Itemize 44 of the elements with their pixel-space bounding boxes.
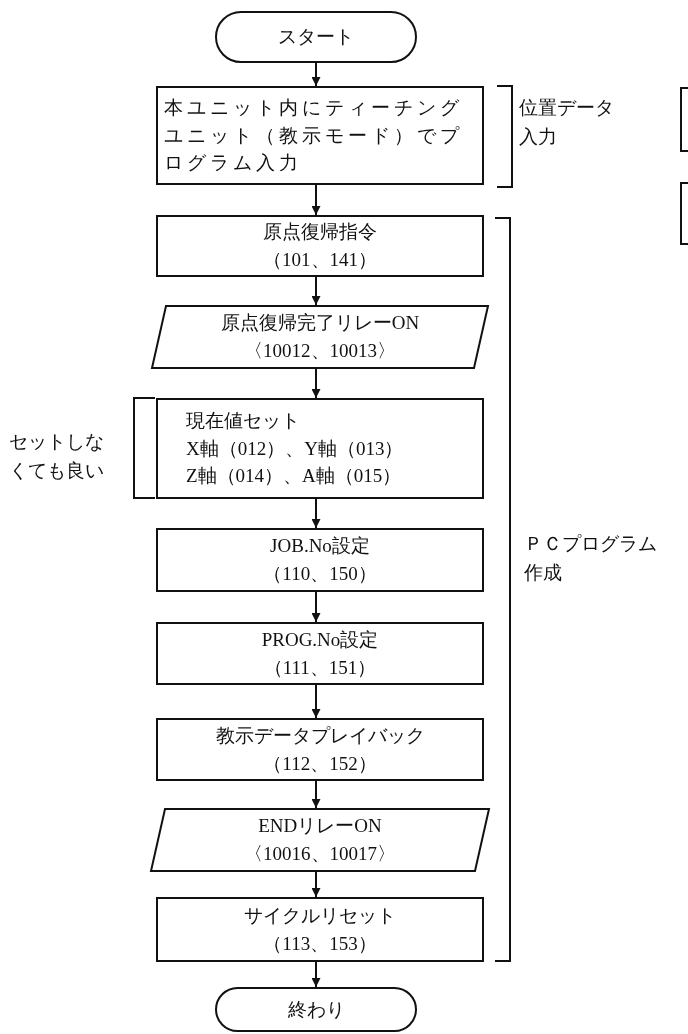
- node-text: （101、141）: [263, 248, 377, 272]
- terminal-shape: [215, 11, 417, 63]
- arrow: [311, 684, 321, 719]
- process-box: [156, 528, 484, 592]
- data-parallelogram: [150, 808, 490, 872]
- node-text: JOB.No設定: [270, 534, 370, 559]
- data-parallelogram: [151, 305, 489, 369]
- process-box: [156, 215, 484, 277]
- arrow: [311, 368, 321, 399]
- node-text: 原点復帰指令: [263, 220, 377, 245]
- process-box: [156, 897, 484, 962]
- arrow: [311, 184, 321, 216]
- process-box: [156, 718, 484, 781]
- arrow: [311, 961, 321, 988]
- process-box: [156, 622, 484, 685]
- arrow: [311, 871, 321, 898]
- node-text: （111、151）: [263, 655, 377, 680]
- node-text: PROG.No設定: [261, 627, 379, 652]
- node-text: 原点復帰完了リレーON: [220, 311, 420, 336]
- node-text: （110、150）: [263, 562, 377, 586]
- bracket-note: ＰＣプログラム作成: [524, 532, 657, 585]
- node-text: 終わり: [287, 997, 345, 1022]
- node-text: Z軸（014）、A軸（015）: [186, 464, 402, 489]
- node-text: 現在値セット: [186, 409, 300, 434]
- node-text: ENDリレーON: [258, 814, 382, 839]
- arrow: [311, 498, 321, 529]
- bracket-note: 位置データ入力: [519, 96, 614, 149]
- arrow: [311, 276, 321, 306]
- node-text: 〈10016、10017〉: [244, 842, 396, 866]
- node-text: （113、153）: [263, 931, 377, 956]
- node-text: （112、152）: [263, 751, 377, 776]
- node-text: 本ユニット内にティーチングユニット（教示モード）でプログラム入力: [164, 96, 464, 176]
- node-text: 教示データプレイバック: [215, 723, 425, 748]
- node-text: サイクルリセット: [244, 903, 396, 928]
- node-text: X軸（012）、Y軸（013）: [186, 436, 404, 461]
- node-text: スタート: [278, 25, 354, 50]
- process-box: [156, 86, 484, 185]
- terminal-shape: [215, 987, 417, 1032]
- arrow: [311, 591, 321, 623]
- node-text: 〈10012、10013〉: [244, 339, 396, 363]
- process-box: [156, 398, 484, 499]
- arrow: [311, 62, 321, 87]
- bracket-note: セットしなくても良い: [9, 430, 104, 483]
- arrow: [311, 780, 321, 809]
